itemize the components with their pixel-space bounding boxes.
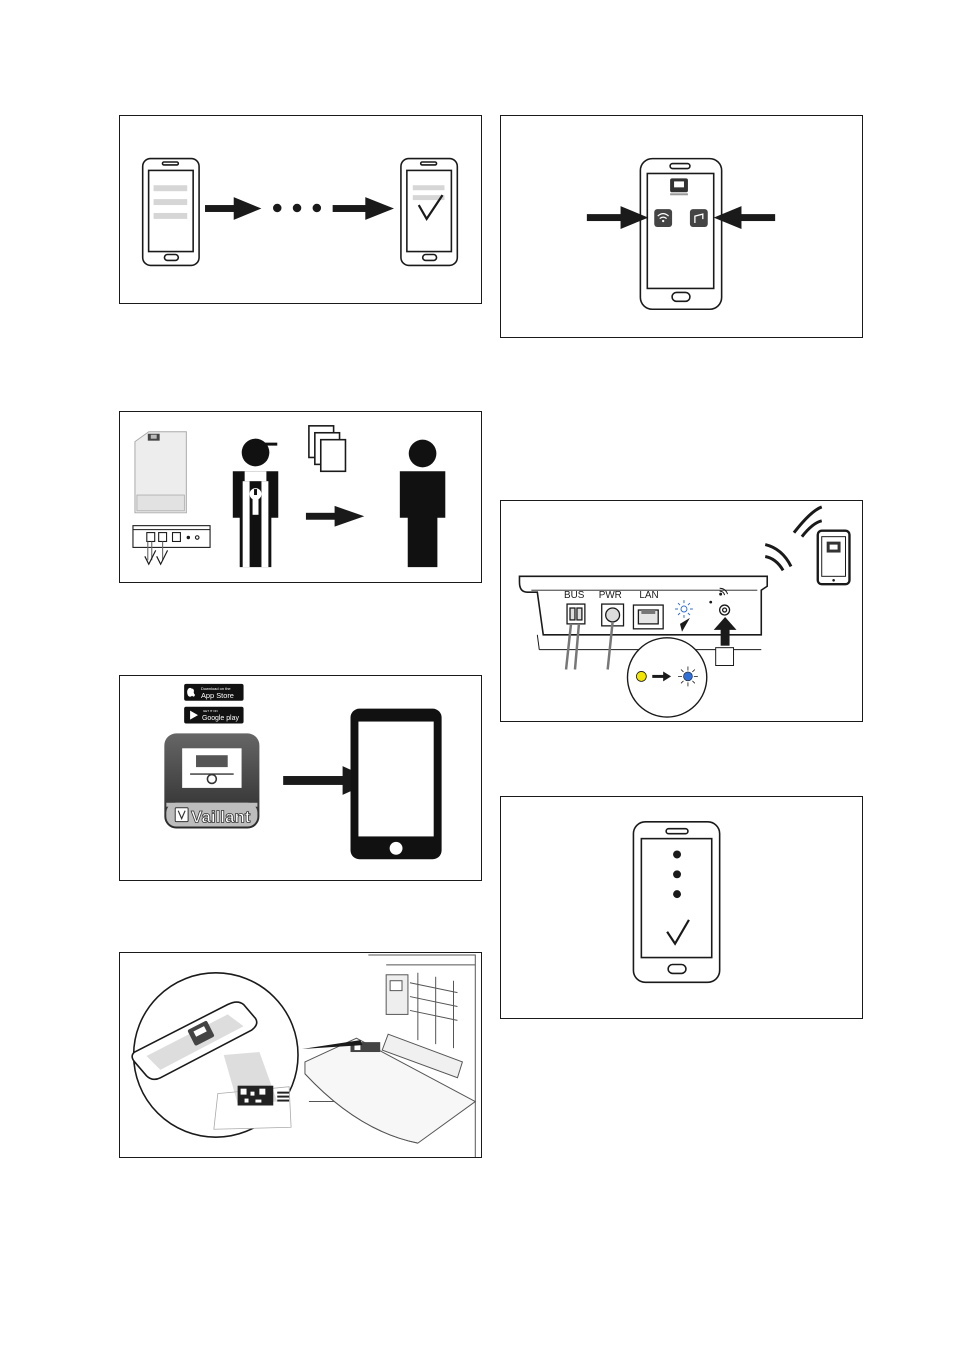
thermostat-icon: [182, 748, 242, 788]
phone-outline-icon: [632, 820, 721, 984]
bus-port-label: BUS: [564, 590, 585, 601]
app-store-large-text: App Store: [201, 691, 234, 700]
content-lines-icon: [153, 185, 188, 219]
wifi-signal-icon: [764, 505, 823, 572]
google-play-badge: GET IT ON Google play: [184, 706, 244, 724]
installer-icon: [232, 438, 279, 568]
wifi-icon: [654, 209, 673, 227]
content-lines-icon: [412, 185, 445, 201]
pwr-port-connector: [601, 603, 625, 670]
pairing-button: [719, 604, 731, 616]
google-play-icon: [190, 710, 199, 720]
arrow-right-icon: [205, 197, 262, 220]
arrow-right-icon: [305, 505, 365, 527]
vaillant-logo-icon: [174, 807, 189, 823]
status-led-icon: [675, 600, 693, 618]
lan-port-connector: [632, 604, 664, 630]
checkmark-icon: [417, 194, 444, 221]
phone-progress-illustration: [141, 157, 459, 267]
apple-icon: [187, 687, 196, 697]
connect-icon: [689, 209, 708, 227]
checkmark-icon: [666, 919, 690, 946]
phone-complete-illustration: [632, 820, 721, 984]
vaillant-brand-text: Vaillant: [191, 808, 251, 827]
arrow-right-icon: [332, 197, 394, 220]
google-play-small-text: GET IT ON: [203, 709, 218, 713]
google-play-large-text: Google play: [202, 715, 239, 722]
magnifier-callout: [131, 972, 299, 1138]
phone-outline-icon: [639, 157, 723, 311]
gateway-box-icon: [132, 525, 211, 566]
app-icon: [670, 178, 688, 196]
wps-symbol-icon: [719, 587, 729, 596]
boiler-icon: [134, 431, 187, 514]
lan-port-label: LAN: [639, 590, 658, 601]
figure-app-download: Download on the App Store GET IT ON Goog…: [119, 675, 482, 881]
figure-scan-qr-code: [119, 952, 482, 1158]
smartphone-icon: [816, 529, 851, 586]
figure-handover: [119, 411, 482, 583]
qr-code-icon: [237, 1085, 290, 1106]
indicator-dot: [709, 600, 713, 604]
arrow-up-icon: [713, 616, 737, 646]
pwr-port-label: PWR: [599, 590, 622, 601]
led-change-callout: [626, 637, 708, 718]
led-pointer-icon: [680, 617, 690, 632]
arrow-right-icon: [652, 671, 672, 682]
phone-checked-icon: [400, 157, 459, 267]
led-yellow-icon: [636, 671, 647, 682]
phone-select-illustration: [586, 157, 776, 311]
figure-phone-progress: [119, 115, 482, 304]
documents-icon: [308, 425, 347, 473]
progress-dots-icon: [673, 850, 682, 899]
vaillant-app-tile: Vaillant: [164, 733, 260, 829]
phone-scanning-icon: [131, 1001, 258, 1081]
qr-label-small-icon: [350, 1042, 381, 1053]
gateway-pairing-illustration: BUS PWR LAN: [518, 505, 851, 718]
figure-phone-complete: [500, 796, 863, 1019]
app-download-illustration: Download on the App Store GET IT ON Goog…: [164, 683, 442, 860]
tablet-icon: [350, 708, 442, 860]
phone-start-icon: [141, 157, 200, 267]
figure-phone-select-icons: [500, 115, 863, 338]
device-casing-icon: [304, 954, 477, 1157]
arrow-right-icon: [586, 206, 649, 229]
figure-gateway-pairing: BUS PWR LAN: [500, 500, 863, 722]
bus-port-connector: [564, 603, 586, 670]
press-indicator-box: [715, 647, 735, 666]
handover-illustration: [132, 425, 446, 568]
arrow-left-icon: [713, 206, 776, 229]
app-store-small-text: Download on the: [201, 686, 231, 691]
user-icon: [399, 439, 446, 568]
ellipsis-dots-icon: [272, 203, 322, 213]
scan-qr-illustration: [131, 954, 477, 1157]
leader-line: [301, 1040, 363, 1050]
app-store-badge: Download on the App Store: [184, 683, 244, 701]
